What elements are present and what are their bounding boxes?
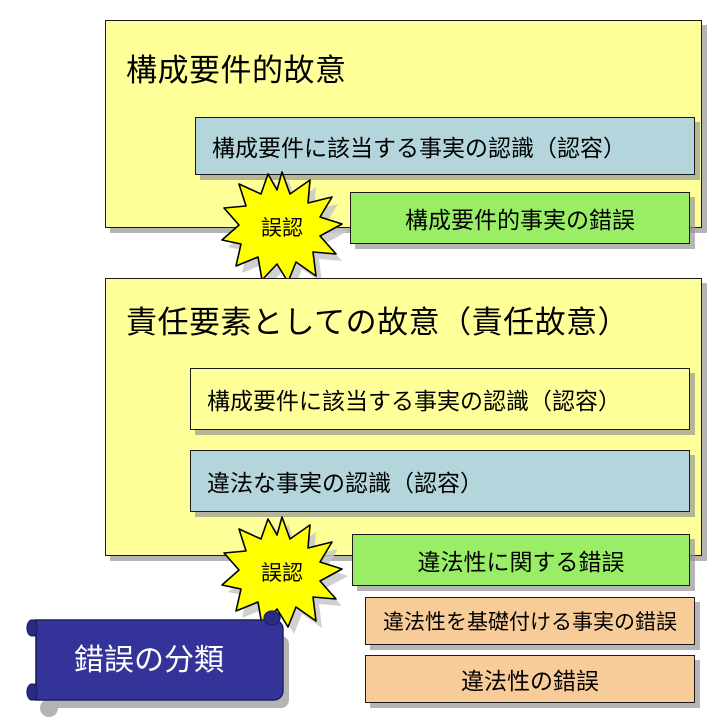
panel-title-culpability-intent: 責任要素としての故意（責任故意） — [126, 305, 630, 341]
starburst-misrecognition-2: 誤認 — [221, 516, 348, 634]
box-illegality-error: 違法性の錯誤 — [365, 655, 695, 703]
panel-title-constitutive-intent: 構成要件的故意 — [126, 53, 347, 89]
box-illegality-related-mistake: 違法性に関する錯誤 — [352, 534, 690, 586]
box-illegal-fact-awareness: 違法な事実の認識（認容） — [190, 450, 690, 512]
starburst-misrecognition-1: 誤認 — [221, 171, 348, 289]
box-constitutive-fact-awareness: 構成要件に該当する事実の認識（認容） — [195, 117, 695, 175]
starburst-shape-icon — [221, 516, 348, 634]
box-label-illegality-error: 違法性の錯誤 — [461, 669, 599, 695]
box-culpability-fact-awareness: 構成要件に該当する事実の認識（認容） — [190, 368, 690, 430]
box-constitutive-fact-mistake: 構成要件的事実の錯誤 — [350, 192, 690, 244]
box-label-constitutive-fact-awareness: 構成要件に該当する事実の認識（認容） — [212, 136, 626, 162]
box-label-constitutive-fact-mistake: 構成要件的事実の錯誤 — [405, 208, 635, 234]
banner-mistake-classification — [22, 610, 289, 717]
box-label-illegality-basis-fact-mistake: 違法性を基礎付ける事実の錯誤 — [383, 610, 677, 634]
box-label-illegal-fact-awareness: 違法な事実の認識（認容） — [207, 471, 483, 497]
box-label-illegality-related-mistake: 違法性に関する錯誤 — [417, 550, 625, 576]
box-illegality-basis-fact-mistake: 違法性を基礎付ける事実の錯誤 — [365, 597, 695, 645]
horizontal-scroll-shape-icon — [26, 610, 289, 717]
starburst-shape-icon — [221, 171, 348, 289]
box-label-culpability-fact-awareness: 構成要件に該当する事実の認識（認容） — [207, 389, 621, 415]
